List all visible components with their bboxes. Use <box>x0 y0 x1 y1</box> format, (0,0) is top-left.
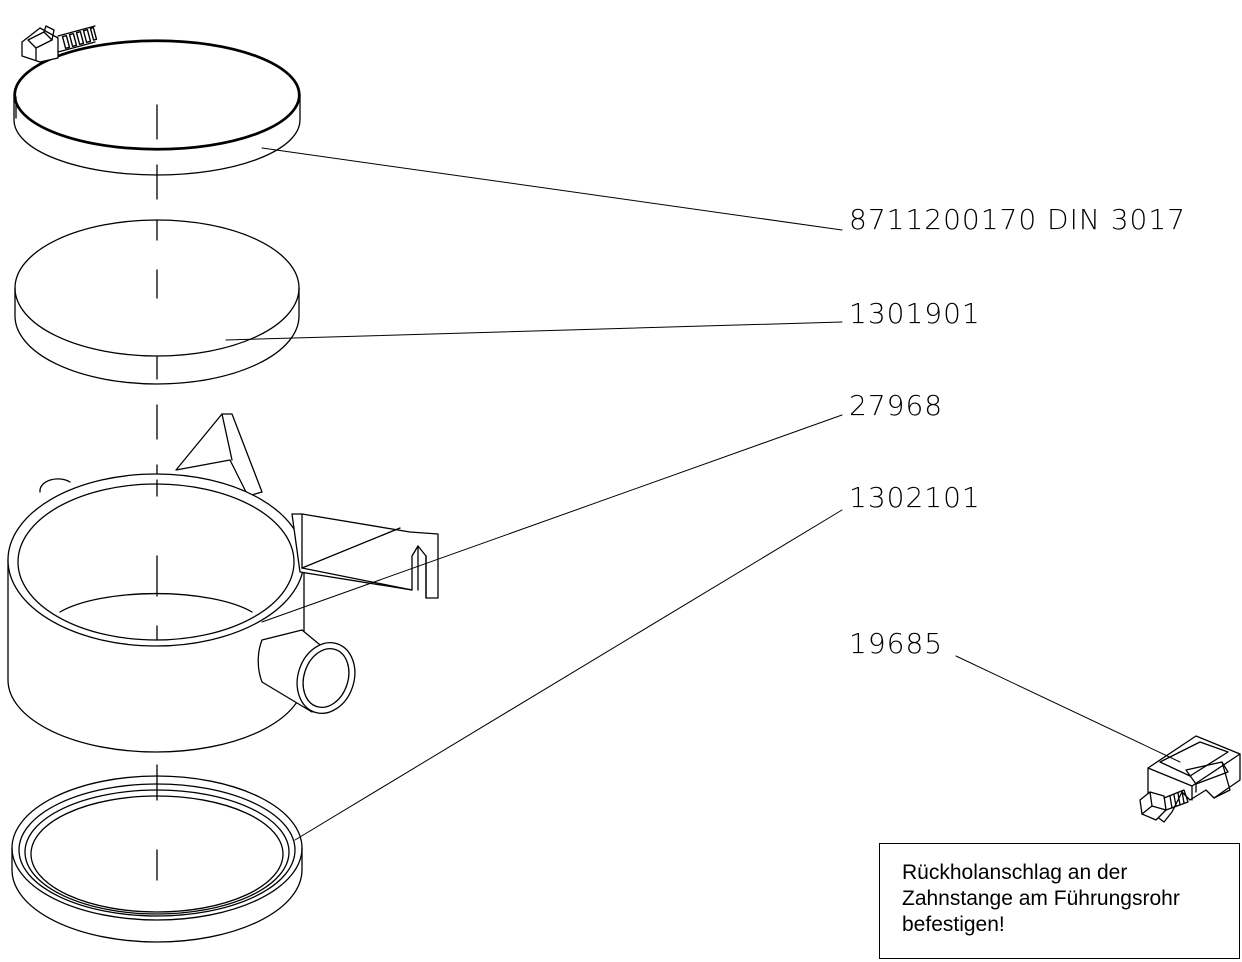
sealing-ring <box>11 775 303 943</box>
leader-lines <box>225 147 1181 841</box>
label-cover-disc: 1301901 <box>849 297 981 330</box>
return-stop-bracket <box>1139 735 1241 823</box>
label-sealing-ring: 1302101 <box>849 481 981 514</box>
label-housing: 27968 <box>849 389 943 422</box>
label-hose-clamp: 8711200170 DIN 3017 <box>849 203 1186 236</box>
housing-pot <box>7 413 439 753</box>
note-line-1: Rückholanschlag an der <box>902 861 1128 884</box>
note-line-2: Zahnstange am Führungsrohr <box>902 887 1180 910</box>
note-line-3: befestigen! <box>902 913 1005 936</box>
label-return-stop: 19685 <box>849 627 943 660</box>
hose-clamp <box>13 25 301 176</box>
assembly-note-box: Rückholanschlag an der Zahnstange am Füh… <box>879 843 1240 959</box>
cover-disc <box>14 219 300 385</box>
